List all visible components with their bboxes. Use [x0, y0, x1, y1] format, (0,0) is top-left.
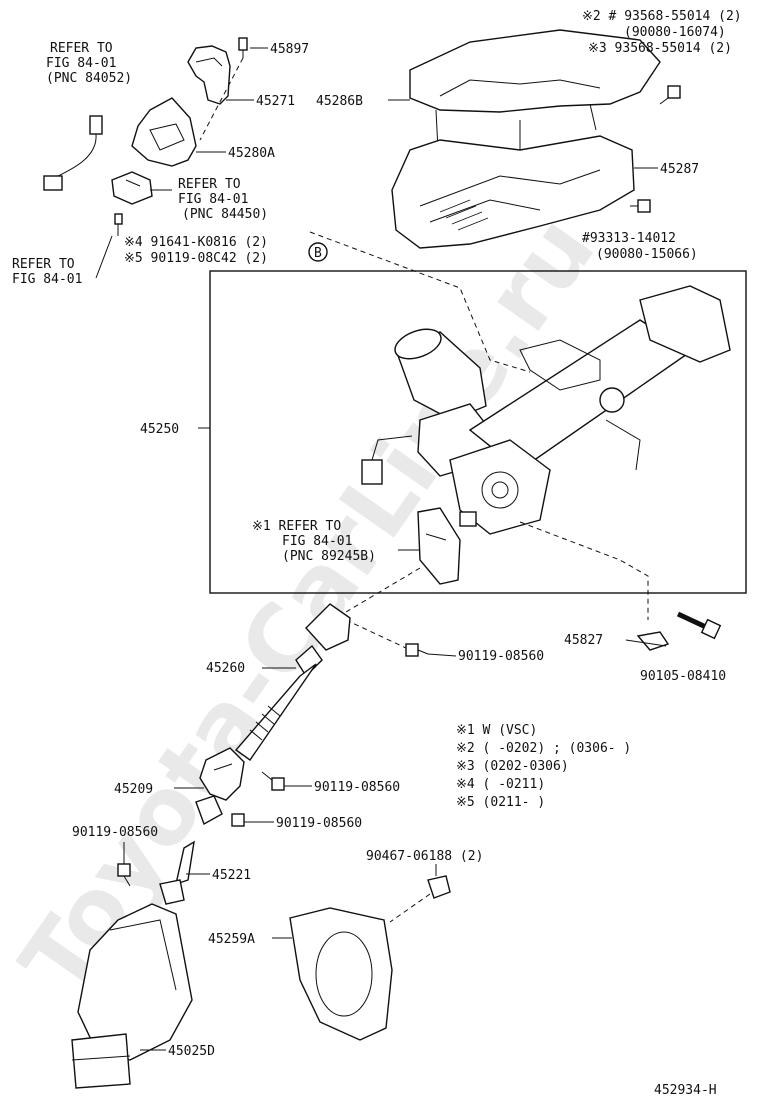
dash-line-45827: [519, 521, 649, 620]
screw-small-drawing: [114, 213, 123, 236]
cover-45259A-drawing: [289, 907, 393, 1041]
column-hole-cover-45025D-drawing: [71, 903, 193, 1089]
bolt-joint-a-drawing: [405, 643, 429, 657]
part-number-90467-06188: 90467-06188 (2): [366, 849, 483, 864]
ref-d-line-2: FIG 84-01: [282, 534, 352, 549]
part-number-45287: 45287: [660, 162, 699, 177]
bolt-90105-drawing: [676, 611, 722, 640]
legend-line-4: ※4 ( -0211): [456, 777, 545, 792]
note-screw-line-2: (90080-15066): [596, 247, 698, 262]
cover-screw-mid-drawing: [630, 199, 651, 213]
ref-b-line-3: (PNC 84450): [182, 207, 268, 222]
leader-90119-a: [427, 653, 457, 657]
note-screw-line-1: #93313-14012: [582, 231, 676, 246]
part-number-45209: 45209: [114, 782, 153, 797]
note-left-line-1: ※4 91641-K0816 (2): [124, 235, 268, 250]
part-number-90119-b: 90119-08560: [314, 780, 400, 795]
shaft-45221-drawing: [159, 840, 195, 905]
cover-screw-top-drawing: [659, 85, 681, 105]
intermediate-shaft-45260-drawing: [234, 603, 351, 761]
ref-a-line-3: (PNC 84052): [46, 71, 132, 86]
marker-circle-label: B: [314, 246, 322, 261]
legend-line-5: ※5 (0211- ): [456, 795, 545, 810]
part-number-45259A: 45259A: [208, 932, 255, 947]
part-number-90119-c: 90119-08560: [276, 816, 362, 831]
bolt-joint-c-drawing: [231, 813, 245, 827]
leader-45827: [625, 639, 667, 647]
part-number-90119-d: 90119-08560: [72, 825, 158, 840]
part-number-45271: 45271: [256, 94, 295, 109]
ref-b-line-1: REFER TO: [178, 177, 241, 192]
clip-90467-drawing: [427, 875, 451, 899]
universal-joint-45209-drawing: [195, 747, 245, 826]
screw-45897-drawing: [238, 37, 248, 58]
note-left-line-2: ※5 90119-08C42 (2): [124, 251, 268, 266]
stopper-45827-drawing: [636, 631, 670, 651]
legend-line-3: ※3 (0202-0306): [456, 759, 569, 774]
column-assembly-45250-drawing: [361, 285, 731, 535]
part-number-90105-08410: 90105-08410: [640, 669, 726, 684]
figure-id: 452934-H: [654, 1083, 717, 1098]
bolt-joint-b-drawing: [261, 771, 285, 791]
ref-a-line-2: FIG 84-01: [46, 56, 116, 71]
part-number-45827: 45827: [564, 633, 603, 648]
part-number-45897: 45897: [270, 42, 309, 57]
ref-c-line-1: REFER TO: [12, 257, 75, 272]
bracket-45271-drawing: [187, 45, 231, 105]
leader-ref-c: [95, 235, 113, 279]
dash-line-b: [309, 231, 531, 373]
part-number-45025D: 45025D: [168, 1044, 215, 1059]
part-number-45221: 45221: [212, 868, 251, 883]
note-top-line-2: (90080-16074): [624, 25, 726, 40]
part-number-45280A: 45280A: [228, 146, 275, 161]
dash-line-bolt-a: [345, 619, 407, 649]
turn-signal-switch-45280A-drawing: [111, 97, 197, 205]
dash-line-clip: [389, 893, 431, 923]
part-number-45260: 45260: [206, 661, 245, 676]
ref-c-line-2: FIG 84-01: [12, 272, 82, 287]
marker-circle: [308, 242, 328, 262]
part-number-90119-a: 90119-08560: [458, 649, 544, 664]
wiring-harness-drawing: [43, 115, 103, 191]
ref-d-line-3: (PNC 89245B): [282, 549, 376, 564]
part-number-45286B: 45286B: [316, 94, 363, 109]
dash-line: [199, 57, 244, 141]
column-assembly-frame: [209, 270, 747, 594]
torque-sensor-drawing: [417, 507, 461, 585]
part-number-45250: 45250: [140, 422, 179, 437]
ref-b-line-2: FIG 84-01: [178, 192, 248, 207]
ref-a-line-1: REFER TO: [50, 41, 113, 56]
lower-column-cover-45287-drawing: [391, 135, 635, 249]
legend: ※1 W (VSC) ※2 ( -0202) ; (0306- ) ※3 (02…: [456, 723, 631, 810]
ref-d-line-1: ※1 REFER TO: [252, 519, 341, 534]
legend-line-1: ※1 W (VSC): [456, 723, 537, 738]
watermark-text: Toyota-CarLine.ru: [0, 198, 615, 1013]
legend-line-2: ※2 ( -0202) ; (0306- ): [456, 741, 631, 756]
note-top-line-3: ※3 93568-55014 (2): [588, 41, 732, 56]
note-top-line-1: ※2 # 93568-55014 (2): [582, 9, 742, 24]
